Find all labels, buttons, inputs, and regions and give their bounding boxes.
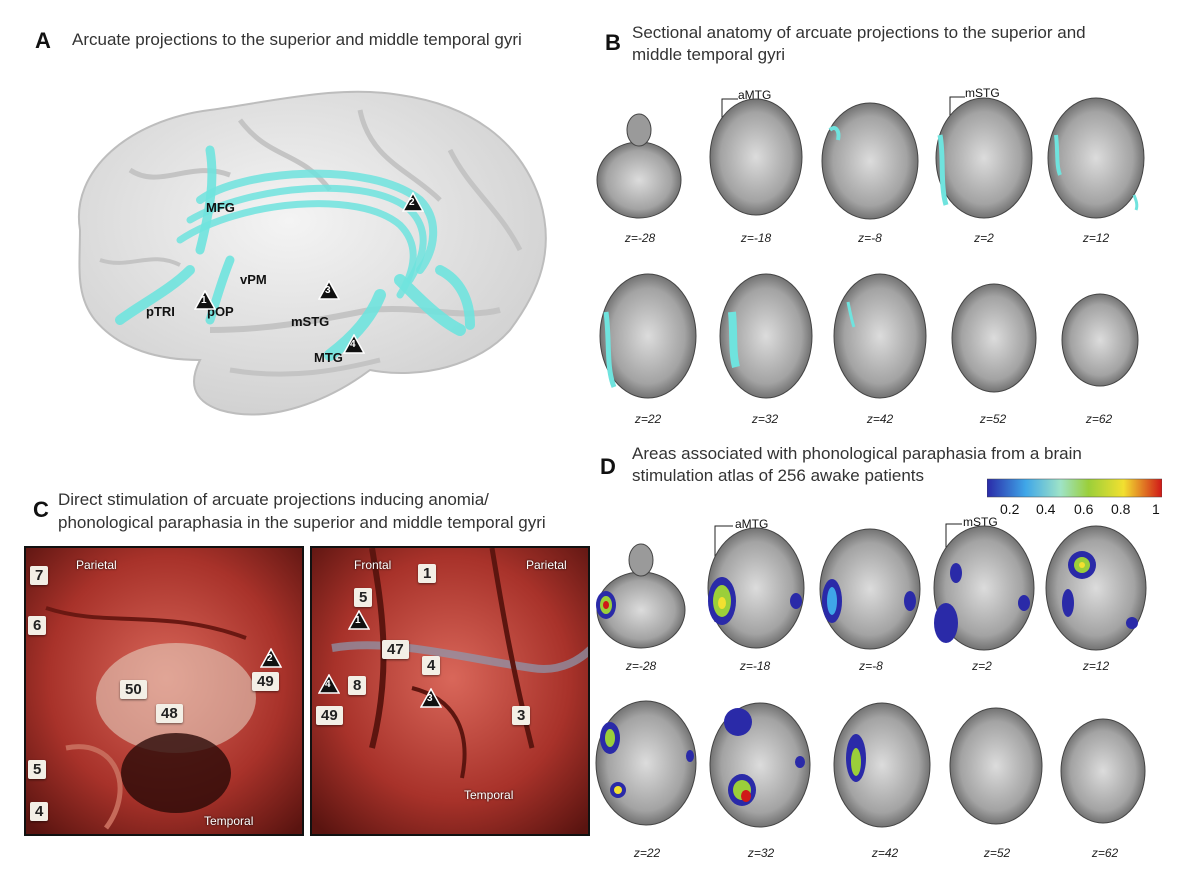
colorbar-tick: 1 — [1152, 501, 1160, 517]
photo2-marker-3-icon: 3 — [420, 688, 442, 708]
panel-c-title-line1: Direct stimulation of arcuate projection… — [58, 490, 489, 509]
colorbar-tick: 0.4 — [1036, 501, 1056, 517]
panel-d-z-label: z=-18 — [739, 659, 771, 673]
marker-2-icon: 2 — [402, 192, 424, 212]
photo1-label-temporal: Temporal — [204, 814, 254, 828]
panel-d-z-label: z=-28 — [625, 659, 657, 673]
photo1-tag: 7 — [30, 566, 49, 585]
panel-d-z-label: z=52 — [983, 846, 1011, 860]
panel-d-colorbar — [987, 478, 1162, 498]
photo1-tag: 4 — [30, 802, 49, 821]
panel-d-slice-z22 — [595, 700, 697, 826]
panel-b-slice-z2 — [935, 97, 1033, 219]
panel-b-title-line2: middle temporal gyri — [632, 45, 786, 64]
panel-d-z-label: z=32 — [747, 846, 775, 860]
panel-d-title-line1: Areas associated with phonological parap… — [632, 444, 1082, 463]
panel-d-slice-z32 — [709, 702, 811, 828]
panel-b-callout-mstg: mSTG — [965, 86, 1000, 100]
panel-b-z-label: z=2 — [974, 231, 994, 245]
label-mtg: MTG — [314, 350, 343, 365]
arcuate-tract — [115, 145, 475, 361]
panel-b-callout-amtg: aMTG — [738, 88, 772, 102]
colorbar-tick: 0.6 — [1074, 501, 1094, 517]
panel-c-surgical-photo-2: Frontal Parietal Temporal 1 5 47 4 8 49 … — [310, 546, 590, 836]
photo1-marker-2-icon: 2 — [260, 648, 282, 668]
photo1-tag: 48 — [156, 704, 183, 723]
photo1-tag: 49 — [252, 672, 279, 691]
panel-b-z-label: z=12 — [1082, 231, 1110, 245]
panel-c-surgical-photo-1: Parietal Temporal 7 6 49 50 48 5 4 2 — [24, 546, 304, 836]
label-mfg: MFG — [206, 200, 235, 215]
panel-d-z-label: z=42 — [871, 846, 899, 860]
photo2-label-temporal: Temporal — [464, 788, 514, 802]
panel-c-title-line2: phonological paraphasia in the superior … — [58, 513, 546, 532]
panel-d-callout-mstg: mSTG — [963, 515, 998, 529]
panel-d-z-label: z=-8 — [859, 659, 883, 673]
panel-d-title-line2: stimulation atlas of 256 awake patients — [632, 466, 925, 485]
panel-d-slice-z-8 — [819, 528, 921, 650]
panel-b-z-label: z=-18 — [740, 231, 772, 245]
panel-d-z-label: z=12 — [1082, 659, 1110, 673]
photo2-tag: 3 — [512, 706, 531, 725]
colorbar-tick: 0.2 — [1000, 501, 1020, 517]
panel-d-slice-z-18 — [707, 527, 805, 649]
label-mstg: mSTG — [291, 314, 330, 329]
panel-d-letter: D — [600, 454, 616, 479]
photo2-label-parietal: Parietal — [526, 558, 567, 572]
panel-c-letter: C — [33, 497, 49, 522]
panel-b-title-line1: Sectional anatomy of arcuate projections… — [632, 23, 1086, 42]
panel-a-title: Arcuate projections to the superior and … — [72, 30, 522, 49]
photo2-tag: 4 — [422, 656, 441, 675]
photo2-label-frontal: Frontal — [354, 558, 392, 572]
photo1-label-parietal: Parietal — [76, 558, 117, 572]
panel-b-z-label: z=52 — [979, 412, 1007, 426]
panel-d-z-label: z=2 — [972, 659, 992, 673]
panel-b-z-label: z=-28 — [624, 231, 656, 245]
panel-d-slice-z52 — [949, 707, 1043, 825]
panel-b-z-label: z=22 — [634, 412, 662, 426]
panel-b-slice-z42 — [833, 273, 927, 399]
panel-a-letter: A — [35, 28, 51, 53]
panel-d-callout-amtg: aMTG — [735, 517, 769, 531]
label-vpm: vPM — [240, 272, 267, 287]
panel-d-z-label: z=62 — [1091, 846, 1119, 860]
panel-b-z-label: z=-8 — [858, 231, 882, 245]
panel-b-slice-z52 — [951, 283, 1037, 393]
label-ptri: pTRI — [146, 304, 175, 319]
panel-b-z-label: z=62 — [1085, 412, 1113, 426]
photo1-tag: 5 — [28, 760, 47, 779]
panel-d-slice-z12 — [1045, 525, 1147, 651]
panel-d-slice-z-28 — [596, 543, 686, 649]
panel-d-z-label: z=22 — [633, 846, 661, 860]
photo2-tag: 49 — [316, 706, 343, 725]
panel-b-z-label: z=32 — [751, 412, 779, 426]
panel-b-slice-z-28 — [596, 113, 682, 219]
panel-b-slice-z32 — [719, 273, 813, 399]
panel-d-slice-z2 — [933, 525, 1035, 651]
photo2-tag: 1 — [418, 564, 437, 583]
photo2-tag: 47 — [382, 640, 409, 659]
panel-a-brain-render — [77, 90, 547, 416]
panel-b-slice-z62 — [1061, 293, 1139, 387]
photo2-marker-4-icon: 4 — [318, 674, 340, 694]
panel-b-z-label: z=42 — [866, 412, 894, 426]
panel-d-slice-z62 — [1060, 718, 1146, 824]
photo1-tag: 50 — [120, 680, 147, 699]
panel-b-slice-z-8 — [821, 102, 919, 220]
marker-1-icon: 1 — [194, 290, 216, 310]
photo2-tag: 8 — [348, 676, 367, 695]
photo2-marker-1-icon: 1 — [348, 610, 370, 630]
panel-b-letter: B — [605, 30, 621, 55]
panel-b-slice-z-18 — [709, 98, 803, 216]
panel-d-slice-z42 — [833, 702, 931, 828]
panel-b-slice-z22 — [599, 273, 697, 399]
colorbar-tick: 0.8 — [1111, 501, 1131, 517]
marker-4-icon: 4 — [343, 334, 365, 354]
photo2-tag: 5 — [354, 588, 373, 607]
marker-3-icon: 3 — [318, 280, 340, 300]
photo1-tag: 6 — [28, 616, 47, 635]
panel-b-slice-z12 — [1047, 97, 1145, 219]
